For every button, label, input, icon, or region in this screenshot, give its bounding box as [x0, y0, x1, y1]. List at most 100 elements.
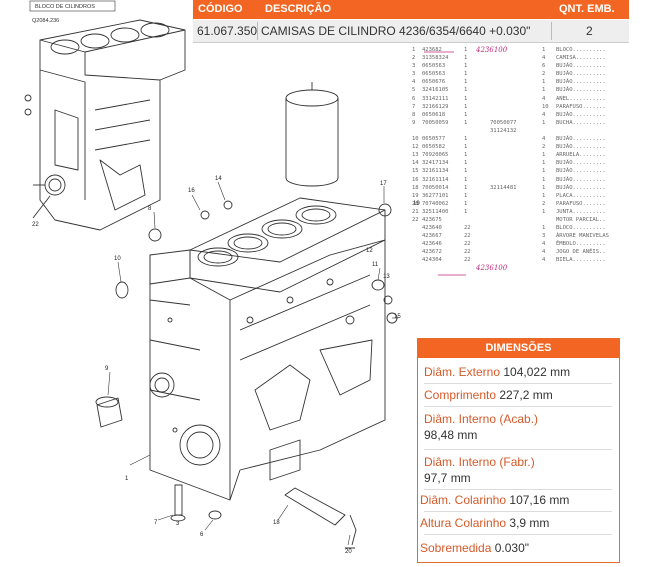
- part-quantity: 1: [542, 119, 546, 126]
- part-description: MOTOR PARCIAL..: [556, 216, 606, 223]
- part-code: 32416105: [422, 87, 449, 94]
- part-description: ARRUELA........: [556, 152, 606, 159]
- dim-value: 107,16 mm: [509, 493, 570, 507]
- part-index: 3: [412, 71, 416, 78]
- dim-internal-factory: Diâm. Interno (Fabr.) 97,7 mm: [424, 454, 612, 486]
- product-table: CÓDIGO DESCRIÇÃO QNT. EMB. 61.067.350 CA…: [193, 0, 629, 43]
- part-quantity: 3: [542, 233, 546, 240]
- part-code: 70050059: [422, 119, 449, 126]
- part-quantity: 1: [542, 152, 546, 159]
- dim-value: 3,9 mm: [509, 516, 550, 530]
- part-qty: 22: [464, 233, 471, 240]
- part-code: 32417134: [422, 160, 449, 167]
- part-description: PARAFUSO.......: [556, 200, 606, 207]
- part-code: 36277101: [422, 192, 449, 199]
- dim-label: Diâm. Externo: [424, 365, 501, 379]
- part-description: JUNTA..........: [556, 208, 606, 215]
- part-code: 70740062: [422, 200, 449, 207]
- part-substitute: 31124132: [490, 127, 517, 134]
- part-code: 423672: [422, 249, 442, 256]
- part-quantity: 2: [542, 71, 546, 78]
- part-code: 32161134: [422, 168, 449, 175]
- part-qty: 1: [464, 103, 468, 110]
- callout: 7: [154, 520, 158, 526]
- strike-marks: [424, 51, 466, 276]
- part-quantity: 10: [542, 103, 549, 110]
- part-code: 423640: [422, 225, 442, 232]
- part-description: BUJÃO..........: [556, 184, 606, 191]
- part-code: 0650618: [422, 111, 446, 118]
- part-description: PLACA..........: [556, 192, 606, 199]
- part-quantity: 1: [542, 225, 546, 232]
- part-index: 22: [412, 216, 419, 223]
- part-index: 10: [412, 136, 419, 143]
- callout: 17: [380, 181, 387, 187]
- part-qty: 1: [464, 184, 468, 191]
- part-code: 424304: [422, 257, 442, 264]
- part-qty: 22: [464, 225, 471, 232]
- callout: 8: [148, 206, 152, 212]
- part-qty: 1: [464, 176, 468, 183]
- part-quantity: 6: [542, 63, 546, 70]
- header-qty: QNT. EMB.: [559, 3, 615, 15]
- part-qty: 1: [464, 71, 468, 78]
- part-description: BUJÃO..........: [556, 71, 606, 78]
- callout: 15: [394, 314, 401, 320]
- cylinder-liner-drawing: [285, 82, 339, 187]
- part-code: 32161114: [422, 176, 449, 183]
- part-index: 9: [412, 119, 416, 126]
- part-description: ANEL...........: [556, 95, 606, 102]
- part-quantity: 1: [542, 208, 546, 215]
- part-qty: 1: [464, 200, 468, 207]
- header-code: CÓDIGO: [198, 3, 243, 15]
- main-block-drawing: [149, 197, 386, 501]
- inset-block-drawing: [24, 19, 186, 231]
- handwritten-note: 4236100: [476, 46, 508, 54]
- part-qty: 1: [464, 63, 468, 70]
- dimensions-title: DIMENSÕES: [418, 339, 619, 358]
- callout: 3: [176, 521, 180, 527]
- part-index: 4: [412, 79, 416, 86]
- part-index: 1: [412, 47, 416, 53]
- part-index: 2: [412, 55, 416, 62]
- part-description: BUJÃO..........: [556, 87, 606, 94]
- part-quantity: 2: [542, 200, 546, 207]
- part-qty: 1: [464, 87, 468, 94]
- part-quantity: 4: [542, 55, 546, 62]
- header-description: DESCRIÇÃO: [265, 3, 332, 15]
- part-description: JOGO DE ANÉIS..: [556, 249, 606, 256]
- part-qty: 1: [464, 79, 468, 86]
- part-quantity: 1: [542, 160, 546, 167]
- part-description: BIELA..........: [556, 257, 606, 264]
- part-qty: 1: [464, 95, 468, 102]
- part-description: BUJÃO..........: [556, 144, 606, 151]
- part-code: 0650563: [422, 71, 446, 78]
- part-description: BUJÃO..........: [556, 63, 606, 70]
- part-index: 7: [412, 103, 416, 110]
- part-qty: 1: [464, 136, 468, 143]
- product-row[interactable]: 61.067.350 CAMISAS DE CILINDRO 4236/6354…: [193, 20, 629, 43]
- part-code: 423675: [422, 216, 442, 223]
- part-code: 33142111: [422, 95, 449, 102]
- part-qty: 22: [464, 257, 471, 264]
- dim-label: Comprimento: [424, 388, 497, 402]
- callout: 22: [32, 222, 39, 228]
- part-description: BUJÃO..........: [556, 176, 606, 183]
- part-index: 3: [412, 63, 416, 70]
- part-code: 32511400: [422, 208, 449, 215]
- dimensions-panel: DIMENSÕES Diâm. Externo 104,022 mm Compr…: [417, 338, 620, 563]
- dim-label: Sobremedida: [420, 541, 492, 555]
- part-description: ÁRVORE MANIVELAS: [556, 233, 609, 240]
- dim-value: 97,7 mm: [424, 471, 471, 485]
- part-index: 19: [412, 192, 419, 199]
- part-description: BLOCO..........: [556, 225, 606, 232]
- part-substitute: 32114481: [490, 184, 517, 191]
- handwritten-note: 4236100: [476, 264, 508, 272]
- part-description: BUCHA..........: [556, 119, 606, 126]
- part-quantity: 4: [542, 241, 546, 248]
- part-qty: 1: [464, 144, 468, 151]
- part-code: 423667: [422, 233, 442, 240]
- dim-label: Diâm. Colarinho: [420, 493, 507, 507]
- dim-label: Altura Colarinho: [420, 516, 507, 530]
- dim-oversize: Sobremedida 0.030": [420, 540, 608, 556]
